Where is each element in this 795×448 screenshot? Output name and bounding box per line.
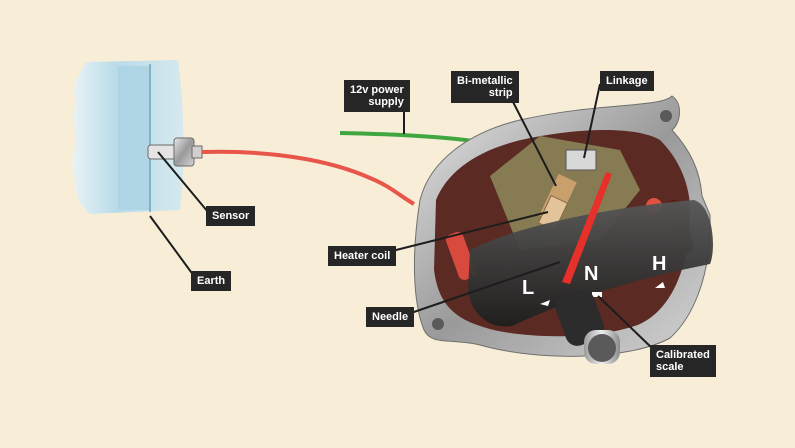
label-bimetallic-strip: Bi-metallic strip bbox=[451, 71, 519, 103]
leader-earth bbox=[149, 215, 195, 277]
leader-bimetallic bbox=[509, 95, 557, 187]
label-power-supply: 12v power supply bbox=[344, 80, 410, 112]
sensor-nut bbox=[147, 137, 203, 167]
label-sensor: Sensor bbox=[206, 206, 256, 226]
label-linkage: Linkage bbox=[600, 71, 654, 91]
label-heater-coil: Heater coil bbox=[328, 246, 397, 266]
leader-calibrated-scale bbox=[597, 295, 655, 351]
sensor-block bbox=[72, 60, 184, 214]
sensor-wire bbox=[201, 149, 415, 206]
leader-linkage bbox=[583, 83, 601, 159]
power-wire bbox=[339, 131, 481, 144]
leader-needle bbox=[407, 261, 561, 315]
label-calibrated-scale: Calibrated scale bbox=[650, 345, 716, 377]
scale-markings: L N H bbox=[522, 253, 666, 306]
outlet-pipe bbox=[555, 290, 620, 364]
scale-mark-high: H bbox=[652, 253, 666, 275]
leader-sensor bbox=[157, 151, 209, 213]
leader-heater-coil bbox=[387, 211, 549, 253]
label-needle: Needle bbox=[366, 307, 415, 327]
calibrated-scale-plate bbox=[468, 200, 713, 327]
gauge-needle bbox=[562, 172, 612, 284]
leader-lines bbox=[149, 83, 655, 351]
scale-mark-low: L bbox=[522, 277, 534, 299]
scale-mark-normal: N bbox=[584, 263, 598, 285]
label-earth: Earth bbox=[191, 271, 232, 291]
